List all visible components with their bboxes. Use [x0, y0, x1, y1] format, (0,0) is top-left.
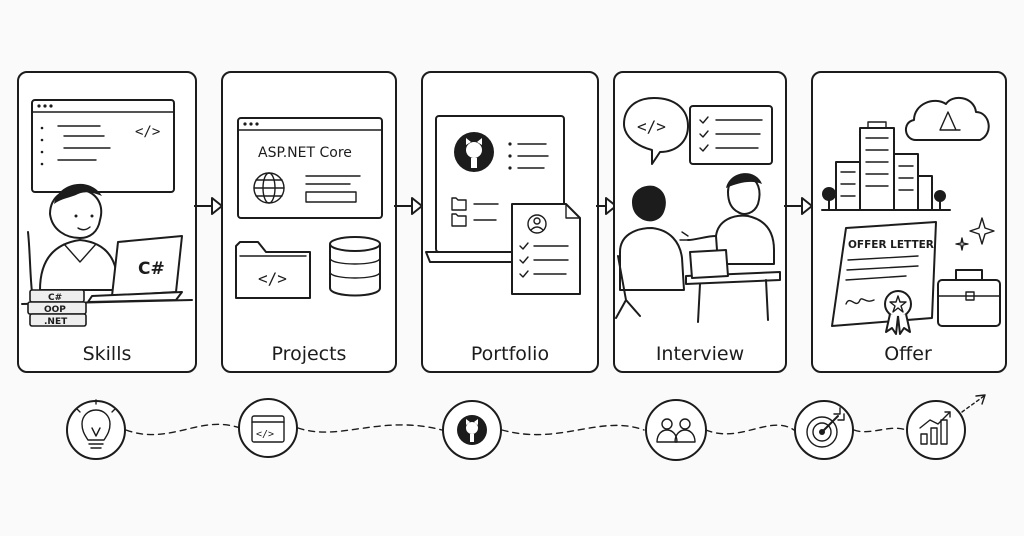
step-portfolio: Portfolio: [422, 72, 598, 372]
step-label-offer: Offer: [884, 343, 932, 365]
resume-document-icon: [512, 204, 580, 294]
github-icon: [457, 415, 487, 445]
timeline-code-tag: </>: [256, 429, 274, 440]
arrow-right-icon: [194, 198, 222, 214]
trend-arrow-icon: [962, 395, 985, 412]
step-offer: OFFER LETTER Offer: [812, 72, 1006, 372]
step-interview: </>: [614, 72, 786, 372]
timeline-node-idea: [67, 400, 125, 459]
step-projects: ASP.NET Core </> Projects: [222, 72, 396, 372]
step-label-interview: Interview: [656, 343, 744, 365]
arrow-right-icon: [784, 198, 812, 214]
timeline-node-code: </>: [239, 399, 297, 457]
offer-letter-icon: OFFER LETTER: [832, 222, 936, 326]
step-label-portfolio: Portfolio: [471, 343, 549, 365]
offer-letter-title: OFFER LETTER: [848, 239, 934, 251]
book-label-2: OOP: [44, 305, 66, 315]
timeline-node-target: [795, 401, 853, 459]
step-label-skills: Skills: [83, 343, 132, 365]
laptop-csharp-text: C#: [138, 259, 165, 279]
timeline-node-github: [443, 401, 501, 459]
step-label-projects: Projects: [272, 343, 347, 365]
laptop-icon: [690, 250, 728, 278]
bubble-code-tag: </>: [637, 117, 666, 136]
database-icon: [330, 237, 380, 296]
book-stack-icon: C# OOP .NET: [28, 290, 86, 327]
step-skills: </> C# C# OOP .NET: [18, 72, 196, 372]
browser-title: ASP.NET Core: [258, 145, 352, 161]
book-label-1: C#: [48, 293, 62, 303]
book-label-3: .NET: [44, 317, 68, 327]
skills-code-tag: </>: [135, 124, 160, 140]
arrow-right-icon: [394, 198, 422, 214]
browser-window: ASP.NET Core: [238, 118, 382, 218]
github-icon: [454, 132, 494, 172]
code-editor-window: </>: [32, 100, 174, 192]
checklist-card: [690, 106, 772, 164]
timeline-node-growth: [907, 401, 965, 459]
folder-code-tag: </>: [258, 269, 287, 288]
timeline-node-people: [646, 400, 706, 460]
